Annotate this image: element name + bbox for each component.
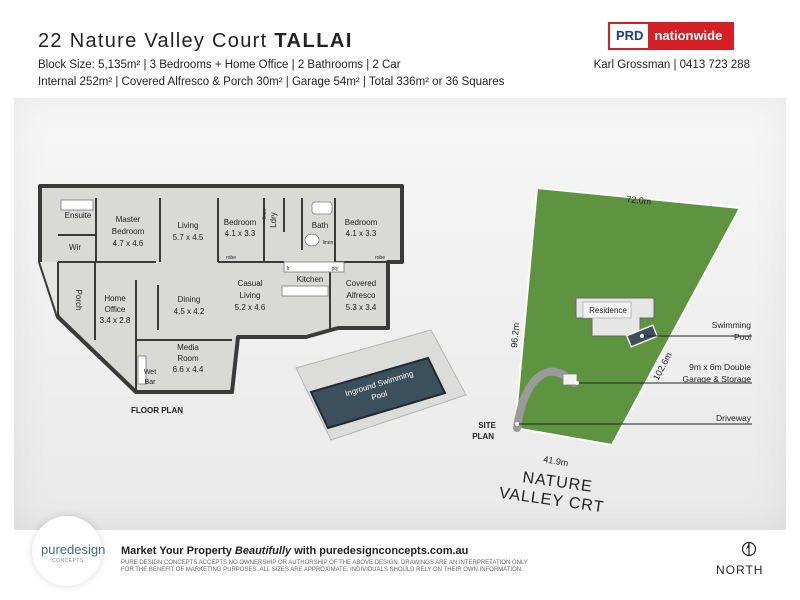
logo-nationwide: nationwide [648, 24, 733, 48]
label-bed2-dims: 4.1 x 3.3 [225, 229, 256, 238]
pure-design-logo-text: puredesign [41, 542, 106, 557]
residence-label: Residence [589, 306, 627, 315]
label-robe-1: robe [226, 255, 236, 261]
label-office-dims: 3.4 x 2.8 [100, 316, 131, 325]
label-bed3-dims: 4.1 x 3.3 [346, 229, 377, 238]
site-plan-title: SITE PLAN [472, 421, 496, 441]
spec-line-1: Block Size: 5,135m² | 3 Bedrooms + Home … [38, 59, 401, 71]
label-bath: Bath [312, 221, 328, 230]
floor-plan-title: FLOOR PLAN [131, 406, 183, 415]
label-bed3: Bedroom [345, 218, 378, 227]
pure-design-logo-sub: CONCEPTS [52, 558, 84, 564]
room-labels: Ensuite Wir Master Bedroom 4.7 x 4.6 Liv… [65, 209, 415, 403]
marketing-tagline: Market Your Property Beautifully with pu… [121, 545, 468, 557]
label-linen-2: linen [323, 240, 334, 246]
callout-pool-2: Pool [734, 332, 751, 342]
label-ldry: Ldry [269, 212, 278, 228]
fixtures [60, 199, 345, 385]
label-media-2: Room [177, 354, 199, 363]
label-wet: Wet [144, 369, 156, 376]
north-label: NORTH [716, 563, 764, 577]
label-bar: Bar [145, 379, 157, 386]
suburb: TALLAI [274, 30, 353, 52]
dim-bottom: 41.9m [543, 454, 569, 468]
residence: Residence [575, 297, 655, 337]
label-linen: linen [262, 209, 268, 220]
tagline-emphasis: Beautifully [234, 545, 292, 557]
dim-left: 96.2m [509, 322, 521, 348]
floor-plan: Ensuite Wir Master Bedroom 4.7 x 4.6 Liv… [38, 184, 467, 441]
callout-garage-2: Garage & Storage [682, 374, 751, 384]
label-fr: fr [286, 266, 289, 272]
label-office: Office [105, 305, 126, 314]
callout-garage-1: 9m x 6m Double [689, 362, 751, 372]
label-kitchen: Kitchen [297, 275, 324, 284]
property-address: 22 Nature Valley Court TALLAI [38, 30, 353, 53]
label-home: Home [104, 294, 126, 303]
label-media: Media [177, 343, 199, 352]
inground-pool [309, 356, 447, 430]
label-casual-dims: 5.2 x 4.6 [235, 303, 266, 312]
label-dining: Dining [178, 295, 201, 304]
label-master-2: Bedroom [112, 227, 145, 236]
pool-deck [295, 329, 467, 441]
callout-driveway: Driveway [716, 413, 752, 423]
street-name: NATURE VALLEY CRT [498, 469, 605, 516]
label-bed2: Bedroom [224, 218, 257, 227]
label-master-dims: 4.7 x 4.6 [113, 239, 144, 248]
site-plan-title-1: SITE [478, 421, 496, 430]
disclaimer-line-2: FOR THE BENEFIT OF MARKETING PURPOSES. A… [121, 567, 523, 573]
label-casual: Casual [238, 279, 263, 288]
label-master: Master [116, 215, 141, 224]
site-garage [562, 373, 578, 386]
leader-lines [517, 335, 752, 425]
site-plan-title-2: PLAN [472, 432, 494, 441]
label-porch: Porch [74, 290, 83, 311]
spec-line-2: Internal 252m² | Covered Alfresco & Porc… [38, 76, 505, 88]
label-living: Living [178, 221, 199, 230]
label-pty: pty [332, 266, 339, 272]
label-casual-2: Living [240, 291, 261, 300]
street-address: 22 Nature Valley Court [38, 30, 268, 52]
disclaimer-line-1: PURE DESIGN CONCEPTS ACCEPTS NO OWNERSHI… [121, 560, 528, 566]
label-covered: Covered [346, 279, 376, 288]
label-dining-dims: 4.5 x 4.2 [174, 307, 205, 316]
dim-top: 72.0m [626, 194, 652, 207]
pure-design-logo: puredesign CONCEPTS [32, 516, 106, 586]
label-robe-2: robe [375, 255, 385, 261]
label-wir: Wir [69, 243, 81, 252]
tagline-suffix: with puredesignconcepts.com.au [291, 545, 469, 557]
logo-prd: PRD [610, 24, 649, 48]
prd-nationwide-logo: PRD nationwide [610, 24, 733, 48]
callout-pool-1: Swimming [712, 320, 751, 330]
site-callouts: Swimming Pool 9m x 6m Double Garage & St… [682, 320, 751, 423]
tagline-prefix: Market Your Property [121, 545, 235, 557]
label-alfresco-dims: 5.3 x 3.4 [346, 303, 377, 312]
label-media-dims: 6.6 x 4.4 [173, 365, 204, 374]
north-arrow-icon [741, 541, 757, 557]
label-alfresco: Alfresco [347, 291, 376, 300]
site-plan: Residence 72.0m 96.2m 102.6m 41.9m [472, 186, 752, 516]
label-ensuite: Ensuite [65, 211, 92, 220]
agent-contact: Karl Grossman | 0413 723 288 [593, 59, 750, 71]
label-living-dims: 5.7 x 4.5 [173, 233, 204, 242]
